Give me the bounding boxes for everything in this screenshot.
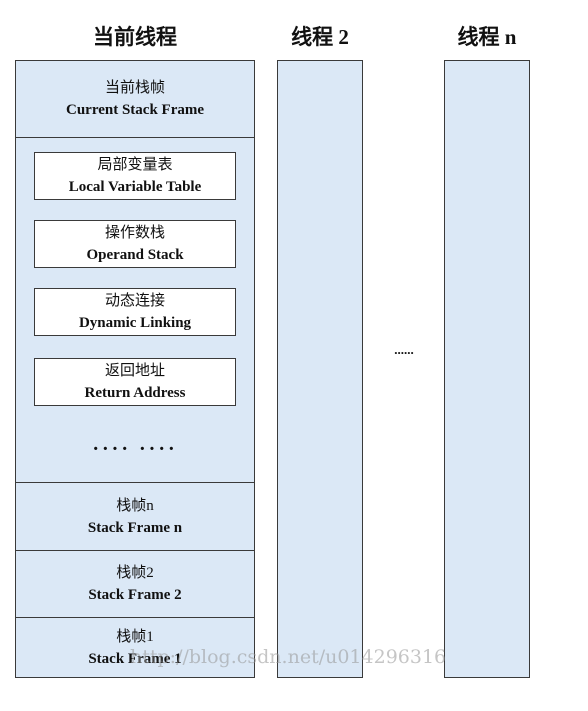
stack-frame-n-en: Stack Frame n (87, 519, 183, 536)
current-frame-contents: 局部变量表 Local Variable Table 操作数栈 Operand … (16, 138, 254, 483)
current-stack-frame-en: Current Stack Frame (65, 102, 205, 118)
dynamic-linking: 动态连接 Dynamic Linking (34, 288, 236, 336)
thread-2-title: 线程 2 (291, 25, 349, 49)
stack-frame-n: 栈帧n Stack Frame n (16, 483, 254, 551)
inner-ellipsis: ···· ···· (92, 438, 178, 460)
current-thread-title: 当前线程 (93, 25, 177, 49)
thread-2-stack (277, 60, 363, 678)
thread-n-title: 线程 n (457, 25, 517, 49)
return-address-en: Return Address (84, 385, 186, 401)
stack-frame-1-en: Stack Frame 1 (88, 650, 182, 667)
stack-frame-2-zh: 栈帧2 (116, 565, 154, 581)
return-address: 返回地址 Return Address (34, 358, 236, 406)
between-threads-ellipsis: ...... (394, 342, 414, 357)
local-variable-table-en: Local Variable Table (68, 179, 202, 195)
stack-frame-2: 栈帧2 Stack Frame 2 (16, 551, 254, 618)
current-stack-frame-zh: 当前栈帧 (104, 80, 165, 96)
current-stack-frame: 当前栈帧 Current Stack Frame (16, 61, 254, 138)
local-variable-table-zh: 局部变量表 (97, 157, 173, 173)
operand-stack-zh: 操作数栈 (104, 225, 165, 241)
current-thread-stack: 当前栈帧 Current Stack Frame 局部变量表 Local Var… (15, 60, 255, 678)
thread-n-stack (444, 60, 530, 678)
dynamic-linking-zh: 动态连接 (104, 293, 165, 309)
return-address-zh: 返回地址 (104, 363, 165, 379)
local-variable-table: 局部变量表 Local Variable Table (34, 152, 236, 200)
stack-frame-1: 栈帧1 Stack Frame 1 (16, 618, 254, 677)
stack-frame-2-en: Stack Frame 2 (88, 587, 182, 603)
operand-stack-en: Operand Stack (86, 247, 184, 263)
stack-frame-n-zh: 栈帧n (116, 497, 154, 514)
operand-stack: 操作数栈 Operand Stack (34, 220, 236, 268)
dynamic-linking-en: Dynamic Linking (78, 315, 192, 331)
stack-frame-1-zh: 栈帧1 (116, 628, 154, 645)
